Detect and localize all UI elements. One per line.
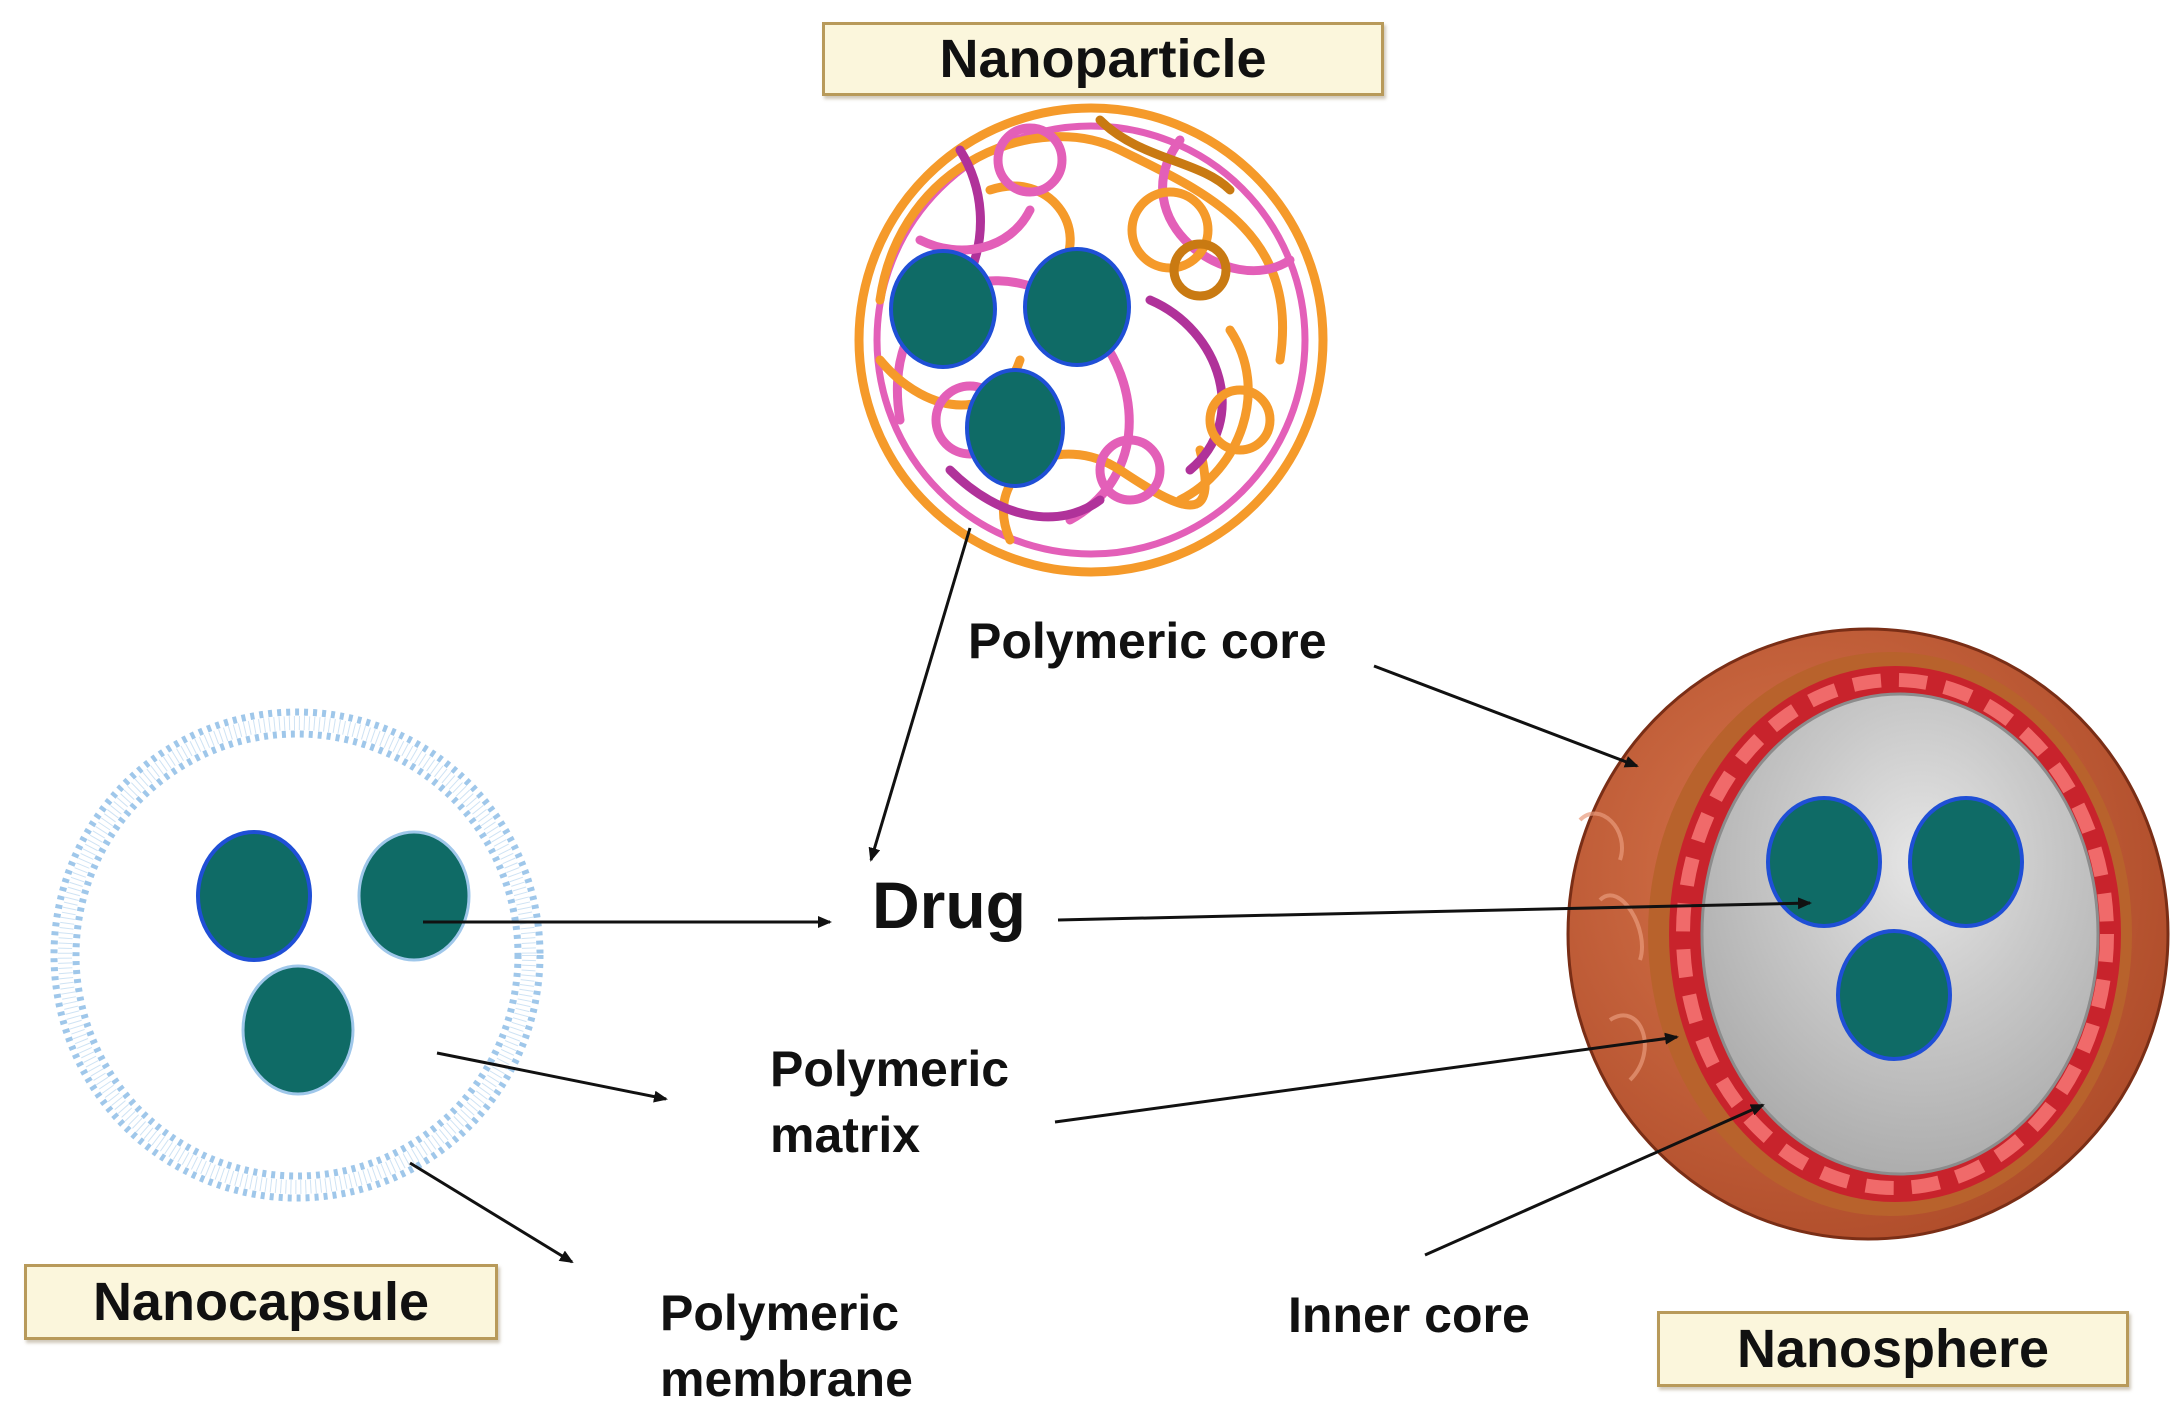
arrow-nanoparticle-to-drug [868,527,972,862]
arrow-polymeric-core [1373,664,1639,768]
nanoparticle-title: Nanoparticle [822,22,1384,96]
drug-particle [1766,796,1882,928]
drug-particle [357,830,471,962]
nanocapsule-title: Nanocapsule [24,1264,498,1340]
nanoparticle-title-text: Nanoparticle [939,29,1267,89]
drug-label: Drug [872,868,1026,942]
polymeric-membrane-line1: Polymeric [660,1285,900,1341]
arrow-polymeric-matrix [1054,1032,1679,1124]
nanoparticle-illustration [854,103,1328,577]
polymeric-matrix-line1: Polymeric [770,1041,1010,1097]
drug-particle [1023,247,1131,367]
drug-particle [889,249,997,369]
arrow-inner-core [1424,1103,1765,1257]
drug-particle [196,830,312,962]
annotation-arrows [409,527,1812,1264]
nanosphere-illustration [1566,627,2170,1241]
drug-particle [1908,796,2024,928]
nanosphere-title-text: Nanosphere [1736,1319,2050,1379]
inner-core-label: Inner core [1288,1287,1530,1343]
arrow-drug-to-sphere [1057,897,1812,922]
drug-particle [965,368,1065,488]
polymeric-membrane-line2: membrane [660,1351,913,1407]
arrow-polymeric-membrane [409,1161,574,1264]
polymeric-membrane-outer [50,708,544,1202]
polymeric-membrane-label: Polymeric membrane [660,1280,913,1412]
polymeric-core-label: Polymeric core [968,613,1327,669]
nanocapsule-title-text: Nanocapsule [92,1272,430,1332]
drug-particle [1836,929,1952,1061]
nanocapsule-illustration [50,708,544,1202]
polymeric-matrix-label: Polymeric matrix [770,1036,1009,1168]
polymeric-membrane-inner [72,730,522,1180]
arrow-capsule-matrix [436,1051,668,1103]
polymeric-matrix-line2: matrix [770,1107,921,1163]
nanosphere-title: Nanosphere [1657,1311,2129,1387]
drug-particle [241,964,355,1096]
